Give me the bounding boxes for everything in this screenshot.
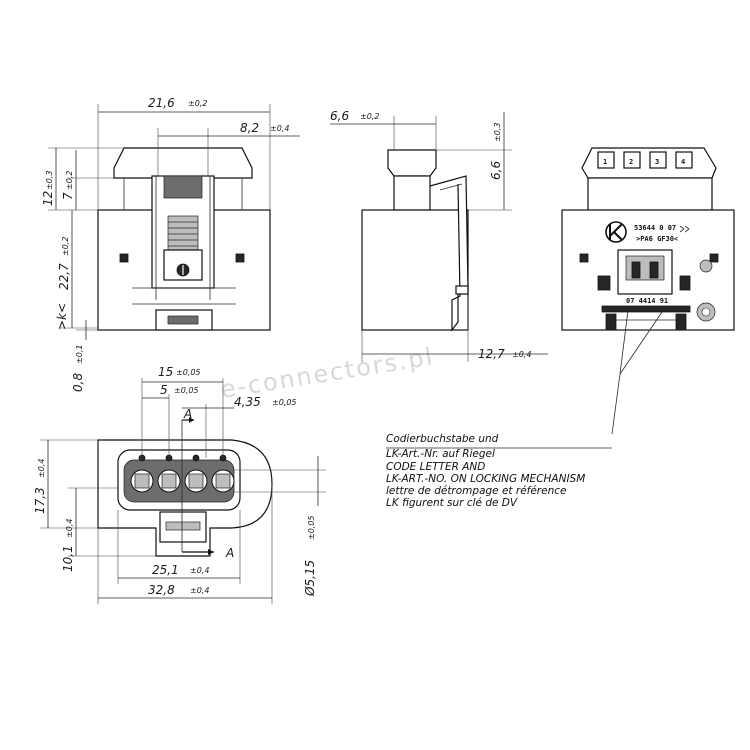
front-k-label: >k< (55, 303, 69, 330)
note-line-1: Codierbuchstabe und (386, 433, 499, 445)
front-base-height-tol: ±0,1 (75, 345, 84, 364)
material-code: >PA6 GF30< (636, 235, 678, 243)
front-body-height-value: 22,7 (57, 263, 71, 290)
section-label-top: A (183, 407, 192, 421)
side-latch-tol: ±0,4 (512, 350, 531, 359)
front-inner-width-tol: ±0,4 (270, 124, 289, 133)
front-body-height-tol: ±0,2 (61, 237, 70, 256)
offset-tol: ±0,05 (272, 398, 297, 407)
front-inner-width-value: 8,2 (240, 121, 259, 135)
side-cap (387, 149, 437, 177)
side-depth-value: 6,6 (330, 109, 349, 123)
front-cap (113, 147, 253, 179)
note-line-5: lettre de détrompage et référence (386, 485, 566, 497)
front-width-tol: ±0,2 (188, 99, 207, 108)
front-view: 21,6 ±0,2 8,2 ±0,4 12 ±0,3 7 ±0,2 22,7 ±… (41, 96, 300, 392)
pitch-single-value: 5 (160, 383, 168, 397)
code-letter-2: 2 (629, 158, 633, 166)
front-base-height-value: 0,8 (71, 373, 85, 392)
front-width-value: 21,6 (148, 96, 175, 110)
section-label-bottom: A (225, 546, 234, 560)
pitch-single-tol: ±0,05 (174, 386, 199, 395)
code-letter-1: 1 (603, 158, 607, 166)
front-cap-height-value: 7 (61, 192, 75, 200)
diameter-value: Ø5,15 (303, 560, 317, 597)
side-view: 6,6 ±0,2 6,6 ±0,3 12,7 ±0,4 (330, 109, 548, 362)
front-top-height-tol: ±0,3 (45, 171, 54, 190)
bottom-view: 15 ±0,05 5 ±0,05 4,35 ±0,05 A A 17,3 ±0,… (33, 365, 326, 604)
front-top-height-value: 12 (41, 191, 55, 206)
side-cap-height-value: 6,6 (489, 161, 503, 180)
code-letter-4: 4 (681, 158, 685, 166)
note-line-4: LK-ART.-NO. ON LOCKING MECHANISM (386, 473, 585, 485)
bottom-total-width-tol: ±0,4 (190, 586, 209, 595)
bottom-inner-height-value: 10,1 (61, 545, 75, 572)
side-depth-tol: ±0,2 (360, 112, 379, 121)
rear-view: 1 2 3 4 53644 0 07 >PA6 GF30< 07 4414 91 (561, 147, 735, 435)
note-line-3: CODE LETTER AND (386, 461, 485, 473)
note-block: Codierbuchstabe und LK-Art.-Nr. auf Rieg… (386, 433, 612, 509)
bottom-inner-height-tol: ±0,4 (65, 519, 74, 538)
bottom-inner-width-value: 25,1 (152, 563, 179, 577)
bottom-inner-width-tol: ±0,4 (190, 566, 209, 575)
bottom-height-value: 17,3 (33, 487, 47, 514)
pitch-tol: ±0,05 (176, 368, 201, 377)
note-line-2: LK-Art.-Nr. auf Riegel (386, 448, 495, 460)
front-cap-height-tol: ±0,2 (65, 171, 74, 190)
side-body (361, 209, 469, 331)
code-letter-3: 3 (655, 158, 659, 166)
note-line-6: LK figurent sur clé de DV (386, 497, 518, 509)
bottom-height-tol: ±0,4 (37, 459, 46, 478)
side-latch-value: 12,7 (478, 347, 505, 361)
side-cap-height-tol: ±0,3 (493, 123, 502, 142)
code-letters: 1 2 3 4 (597, 151, 693, 169)
offset-value: 4,35 (234, 395, 261, 409)
bottom-total-width-value: 32,8 (148, 583, 175, 597)
latch-code: 07 4414 91 (626, 297, 668, 305)
part-number: 53644 0 07 (634, 224, 676, 232)
lk-logo-icon (605, 221, 627, 243)
pitch-value: 15 (158, 365, 173, 379)
diameter-tol: ±0,05 (307, 515, 316, 540)
